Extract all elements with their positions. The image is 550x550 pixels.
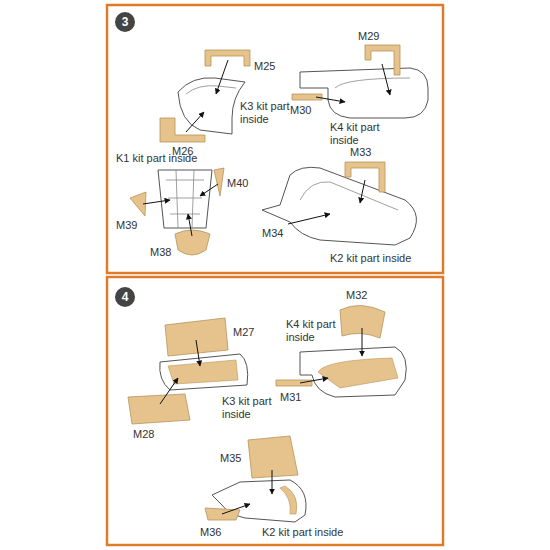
part-label: M30 bbox=[290, 104, 311, 117]
step-number: 3 bbox=[122, 15, 129, 29]
step-number-circle: 4 bbox=[115, 287, 135, 307]
step-panel bbox=[107, 277, 443, 545]
step-number-circle: 3 bbox=[115, 12, 135, 32]
kit-part-outline bbox=[158, 170, 212, 228]
resin-part bbox=[160, 118, 205, 142]
arrow bbox=[382, 64, 390, 95]
arrow bbox=[160, 378, 178, 404]
part-label: K2 kit part inside bbox=[330, 252, 411, 265]
kit-part-outline bbox=[262, 167, 416, 245]
detail-line bbox=[186, 86, 236, 94]
resin-part bbox=[205, 50, 250, 66]
part-label: M28 bbox=[133, 428, 154, 441]
detail-line bbox=[166, 170, 204, 228]
arrow bbox=[200, 184, 218, 196]
arrow bbox=[222, 504, 250, 514]
detail-line bbox=[335, 78, 410, 88]
arrow bbox=[288, 214, 330, 224]
part-label: K4 kit part inside bbox=[286, 318, 350, 344]
part-label: M39 bbox=[116, 219, 137, 232]
kit-part-outline bbox=[300, 68, 428, 118]
resin-part bbox=[128, 394, 190, 424]
part-label: M33 bbox=[350, 146, 371, 159]
part-label: M38 bbox=[150, 246, 171, 259]
part-label: M36 bbox=[200, 526, 221, 539]
part-label: K3 kit part inside bbox=[222, 395, 286, 421]
part-label: M31 bbox=[280, 391, 301, 404]
resin-part bbox=[365, 45, 400, 75]
part-label: M34 bbox=[262, 227, 283, 240]
arrow bbox=[196, 340, 200, 366]
part-label: M40 bbox=[227, 177, 248, 190]
step-number: 4 bbox=[122, 290, 129, 304]
resin-part bbox=[280, 486, 297, 514]
arrow bbox=[316, 97, 345, 102]
part-label: M27 bbox=[233, 326, 254, 339]
arrow bbox=[362, 328, 363, 356]
arrow bbox=[143, 200, 170, 204]
step-panel bbox=[107, 5, 443, 273]
part-label: M29 bbox=[358, 30, 379, 43]
arrow bbox=[360, 180, 365, 203]
part-label: K2 kit part inside bbox=[262, 526, 343, 539]
arrow bbox=[272, 470, 273, 494]
part-label: K4 kit part inside bbox=[330, 121, 394, 147]
resin-part bbox=[318, 358, 398, 388]
resin-part bbox=[168, 360, 238, 384]
kit-part-outline bbox=[178, 78, 245, 134]
resin-part bbox=[165, 318, 228, 356]
arrow bbox=[186, 112, 204, 132]
resin-part bbox=[248, 436, 298, 478]
kit-part-outline bbox=[300, 347, 406, 397]
arrow bbox=[216, 60, 228, 94]
part-label: M25 bbox=[254, 60, 275, 73]
resin-part bbox=[345, 162, 385, 192]
part-label: M35 bbox=[220, 452, 241, 465]
resin-part bbox=[214, 168, 224, 196]
part-label: M32 bbox=[346, 289, 367, 302]
resin-part bbox=[276, 380, 312, 386]
arrow bbox=[300, 378, 328, 383]
arrow bbox=[188, 214, 192, 236]
part-label: K1 kit part inside bbox=[116, 152, 197, 165]
resin-part bbox=[175, 230, 210, 255]
